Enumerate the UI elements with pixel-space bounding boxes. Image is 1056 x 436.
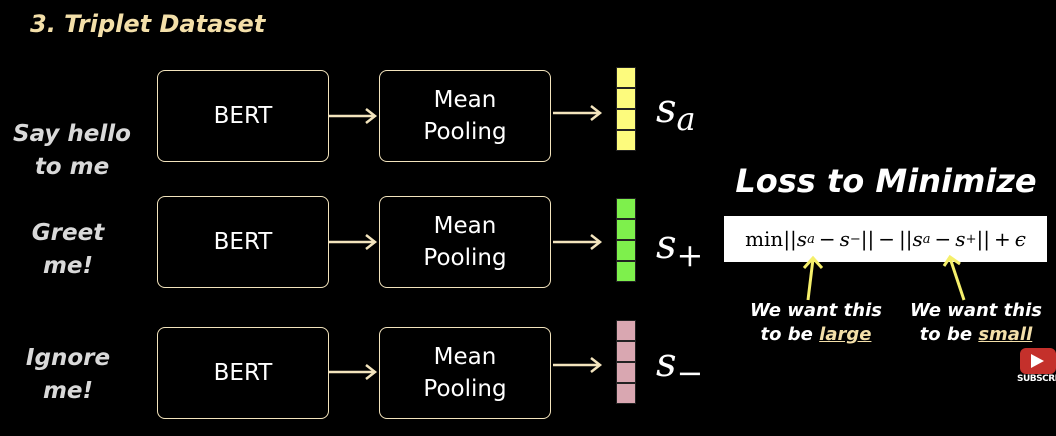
mean-pooling-box: Mean Pooling	[379, 327, 551, 419]
vector-cell	[616, 383, 636, 404]
bert-encoder-box: BERT	[157, 70, 329, 162]
pooling-label-line: Mean	[433, 213, 497, 239]
vector-cell	[616, 362, 636, 383]
formula-norm-open: ||	[899, 227, 913, 251]
formula-op: −	[878, 227, 896, 251]
formula-s: s	[839, 227, 850, 251]
note-emphasis: small	[978, 324, 1033, 345]
pooling-label-line: Pooling	[423, 376, 507, 402]
note-emphasis: large	[819, 324, 872, 345]
subscribe-label: SUBSCRIBE	[1017, 374, 1056, 384]
input-sentence-anchor: Say hello to me	[2, 118, 142, 184]
pooling-label-line: Pooling	[423, 245, 507, 271]
play-triangle	[1031, 354, 1044, 368]
formula-norm-close: ||	[860, 227, 875, 251]
input-line: Ignore	[25, 345, 111, 371]
symbol-s-a: sa	[656, 86, 696, 138]
note-line: to be small	[896, 323, 1056, 347]
embedding-vector-negative	[616, 320, 636, 404]
arrow-icon	[328, 234, 378, 250]
vector-cell	[616, 109, 636, 130]
slide-title: 3. Triplet Dataset	[30, 10, 266, 38]
mean-pooling-box: Mean Pooling	[379, 196, 551, 288]
pooling-label-line: Mean	[433, 87, 497, 113]
note-line: We want this	[910, 300, 1042, 321]
pooling-label-line: Pooling	[423, 119, 507, 145]
note-small: We want this to be small	[896, 299, 1056, 347]
arrow-icon	[328, 108, 378, 124]
formula-norm-open: ||	[783, 227, 797, 251]
formula-norm-close: ||	[976, 227, 990, 251]
arrow-icon	[328, 364, 378, 380]
note-line: We want this	[750, 300, 882, 321]
bert-label: BERT	[213, 360, 273, 386]
pointer-arrow-icon	[942, 254, 966, 301]
bert-label: BERT	[213, 229, 273, 255]
input-line: Greet	[31, 220, 105, 246]
vector-cell	[616, 341, 636, 362]
note-prefix: to be	[760, 324, 820, 345]
input-line: Say hello	[13, 121, 131, 147]
formula-sub-a: a	[807, 231, 815, 247]
bert-encoder-box: BERT	[157, 327, 329, 419]
subscribe-button[interactable]: SUBSCRIBE	[1017, 346, 1056, 386]
arrow-icon	[553, 357, 603, 373]
formula-sub-pos: +	[965, 231, 977, 247]
formula-op: +	[993, 227, 1011, 251]
pooling-label-line: Mean	[433, 344, 497, 370]
embedding-vector-positive	[616, 198, 636, 282]
formula-s: s	[796, 227, 808, 251]
symbol-s-negative: s−	[656, 340, 703, 392]
input-line: me!	[42, 378, 94, 404]
formula-min: min	[745, 227, 784, 251]
vector-cell	[616, 240, 636, 261]
formula-op: −	[934, 227, 952, 251]
symbol-base: s	[656, 340, 677, 386]
vector-cell	[616, 88, 636, 109]
arrow-icon	[553, 105, 603, 121]
input-line: me!	[42, 253, 94, 279]
formula-s: s	[955, 227, 966, 251]
vector-cell	[616, 198, 636, 219]
arrow-icon	[553, 234, 603, 250]
note-large: We want this to be large	[736, 299, 896, 347]
note-prefix: to be	[919, 324, 979, 345]
input-line: to me	[34, 154, 110, 180]
symbol-subscript: +	[676, 236, 704, 274]
symbol-s-positive: s+	[656, 222, 703, 274]
bert-encoder-box: BERT	[157, 196, 329, 288]
vector-cell	[616, 219, 636, 240]
vector-cell	[616, 67, 636, 88]
formula-s: s	[912, 227, 923, 251]
embedding-vector-anchor	[616, 67, 636, 151]
input-sentence-positive: Greet me!	[0, 217, 138, 283]
symbol-subscript: −	[676, 354, 704, 392]
input-sentence-negative: Ignore me!	[0, 342, 138, 408]
note-line: to be large	[736, 323, 896, 347]
mean-pooling-box: Mean Pooling	[379, 70, 551, 162]
symbol-base: s	[656, 86, 677, 132]
formula-sub-neg: −	[849, 231, 861, 247]
vector-cell	[616, 130, 636, 151]
formula-epsilon: ϵ	[1014, 227, 1026, 251]
formula-op: −	[818, 227, 836, 251]
symbol-base: s	[656, 222, 677, 268]
loss-title: Loss to Minimize	[735, 162, 1037, 200]
vector-cell	[616, 261, 636, 282]
pointer-arrow-icon	[802, 255, 824, 301]
formula-sub-a: a	[922, 231, 931, 247]
symbol-subscript: a	[676, 100, 696, 138]
vector-cell	[616, 320, 636, 341]
bert-label: BERT	[213, 103, 273, 129]
